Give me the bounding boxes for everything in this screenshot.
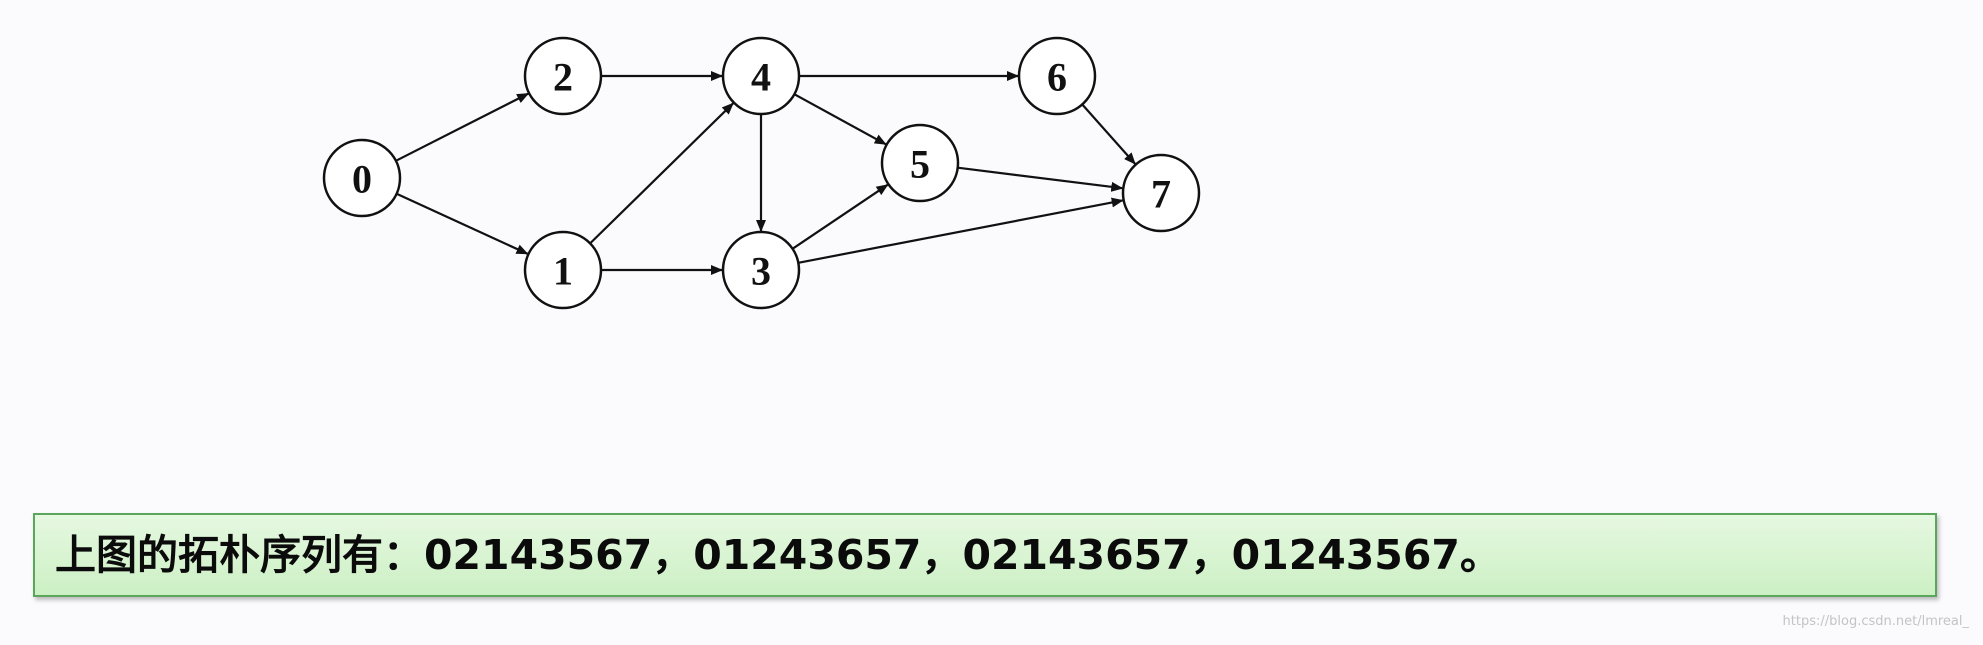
caption-text: 上图的拓朴序列有：02143567，01243657，02143657，0124…	[55, 531, 1501, 579]
node-circle	[523, 36, 603, 116]
edge-0-to-2	[395, 92, 530, 162]
node-0: 0	[322, 138, 402, 218]
node-label: 4	[751, 55, 771, 100]
edge-6-to-7	[1081, 103, 1136, 165]
node-circle	[523, 230, 603, 310]
node-circle	[322, 138, 402, 218]
node-circle	[1121, 153, 1201, 233]
nodes-layer: 0 1 2 3 4 5 6 7	[322, 36, 1201, 310]
node-6: 6	[1017, 36, 1097, 116]
node-label: 7	[1151, 172, 1171, 217]
node-label: 3	[751, 249, 771, 294]
watermark: https://blog.csdn.net/lmreal_	[1782, 614, 1969, 629]
node-circle	[721, 36, 801, 116]
edge-1-to-4	[589, 102, 734, 245]
node-circle	[880, 123, 960, 203]
edge-0-to-1	[396, 192, 529, 255]
node-label: 0	[352, 157, 372, 202]
node-circle	[1017, 36, 1097, 116]
node-label: 2	[553, 55, 573, 100]
node-5: 5	[880, 123, 960, 203]
node-circle	[721, 230, 801, 310]
node-label: 6	[1047, 55, 1067, 100]
node-1: 1	[523, 230, 603, 310]
edge-3-to-7	[798, 197, 1124, 264]
edge-5-to-7	[957, 166, 1124, 192]
node-3: 3	[721, 230, 801, 310]
node-4: 4	[721, 36, 801, 116]
node-label: 5	[910, 142, 930, 187]
caption-box: 上图的拓朴序列有：02143567，01243657，02143657，0124…	[33, 513, 1937, 597]
node-7: 7	[1121, 153, 1201, 233]
edge-3-to-5	[791, 183, 889, 250]
node-2: 2	[523, 36, 603, 116]
edge-4-to-5	[793, 93, 887, 146]
node-label: 1	[553, 249, 573, 294]
edges-layer	[395, 71, 1136, 275]
